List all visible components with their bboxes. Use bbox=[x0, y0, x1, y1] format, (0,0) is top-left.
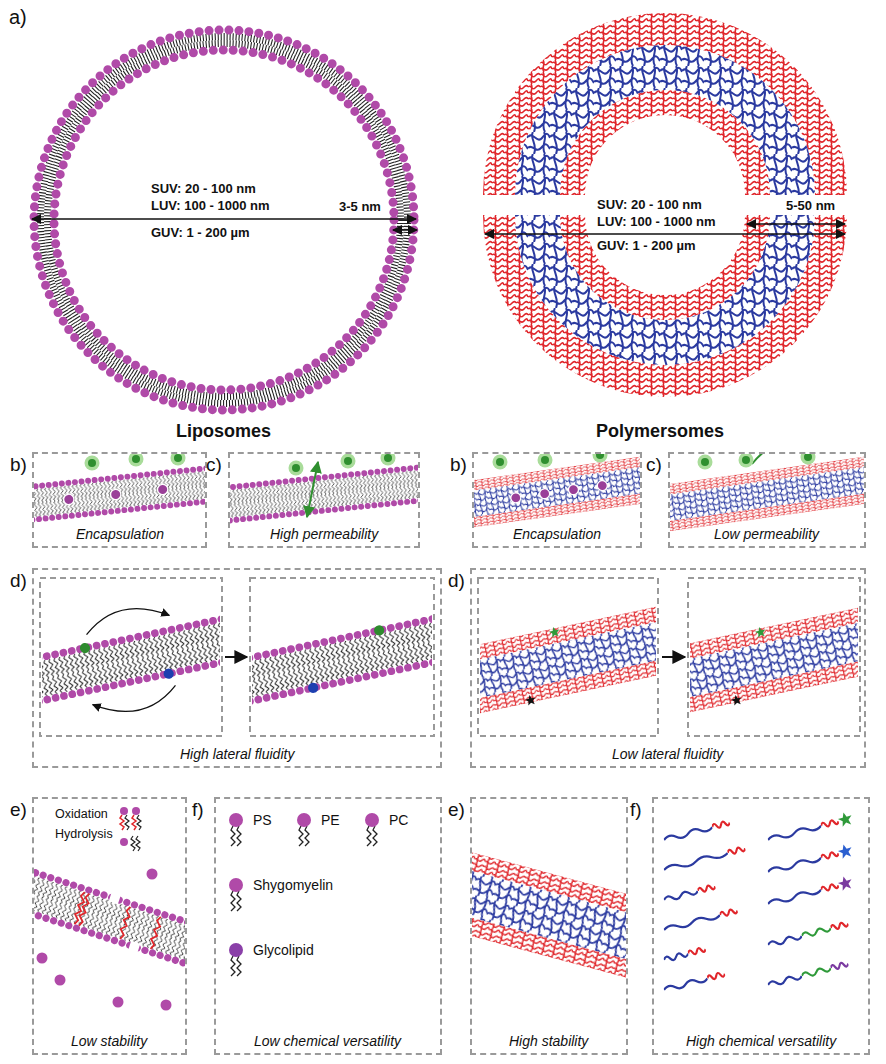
polymer-encapsulation bbox=[474, 454, 640, 532]
thickness-label: 5-50 nm bbox=[785, 198, 836, 213]
panel-letter: d) bbox=[448, 570, 465, 592]
panel-caption: High permeability bbox=[268, 526, 380, 542]
panel-letter: a) bbox=[8, 6, 28, 29]
polymer-stability bbox=[472, 822, 626, 1007]
column-heading: Liposomes bbox=[175, 421, 272, 442]
size-label: GUV: 1 - 200 µm bbox=[596, 238, 697, 253]
annotation-text: Hydrolysis bbox=[54, 827, 114, 841]
block-copolymers bbox=[663, 811, 853, 993]
panel-caption: High chemical versatility bbox=[684, 1033, 838, 1049]
panel-letter: b) bbox=[450, 454, 467, 476]
panel-letter: f) bbox=[630, 799, 642, 821]
annotation-text: Oxidation bbox=[54, 807, 109, 821]
bilayer-encapsulation bbox=[34, 454, 205, 526]
panel-letter: d) bbox=[10, 570, 27, 592]
liposome-vesicle bbox=[32, 30, 417, 410]
panel-box: b)Encapsulation bbox=[472, 452, 642, 548]
size-label: LUV: 100 - 1000 nm bbox=[150, 198, 271, 213]
column-heading: Polymersomes bbox=[595, 421, 725, 442]
panel-caption: Low permeability bbox=[712, 526, 821, 542]
panel-box: c)Low permeability bbox=[668, 452, 866, 548]
panel-caption: Encapsulation bbox=[74, 526, 166, 542]
panel-box: f)PSPEPCShygomyelinGlycolipidLow chemica… bbox=[214, 797, 442, 1055]
panel-caption: Low lateral fluidity bbox=[610, 746, 725, 762]
panel-letter: e) bbox=[10, 799, 27, 821]
panel-letter: c) bbox=[206, 454, 222, 476]
polymer-fluidity bbox=[392, 578, 886, 736]
thickness-label: 3-5 nm bbox=[338, 199, 382, 214]
polymer-permeability bbox=[670, 454, 864, 534]
size-label: GUV: 1 - 200 µm bbox=[150, 225, 251, 240]
panel-caption: High lateral fluidity bbox=[178, 746, 296, 762]
panel-letter: e) bbox=[448, 799, 465, 821]
annotation-text: PS bbox=[252, 812, 273, 828]
panel-letter: c) bbox=[646, 454, 662, 476]
lipid-types bbox=[229, 813, 379, 976]
size-label: SUV: 20 - 100 nm bbox=[150, 181, 257, 196]
polymersome-vesicle bbox=[483, 13, 847, 397]
bilayer-permeability bbox=[230, 454, 418, 526]
panel-caption: Encapsulation bbox=[511, 526, 603, 542]
lipid-degradation bbox=[0, 807, 293, 1011]
panel-box: e)OxidationHydrolysisLow stability bbox=[32, 797, 187, 1055]
panel-letter: f) bbox=[192, 799, 204, 821]
panel-letter: b) bbox=[10, 454, 27, 476]
panel-box: f)High chemical versatility bbox=[652, 797, 870, 1055]
annotation-text: PC bbox=[388, 812, 409, 828]
size-label: LUV: 100 - 1000 nm bbox=[596, 214, 717, 229]
annotation-text: Shygomyelin bbox=[252, 877, 334, 893]
annotation-text: PE bbox=[320, 812, 341, 828]
panel-box: e)High stability bbox=[470, 797, 628, 1055]
panel-caption: Low stability bbox=[69, 1033, 149, 1049]
panel-box: c)High permeability bbox=[228, 452, 420, 548]
panel-box: d)High lateral fluidity bbox=[32, 568, 442, 768]
size-label: SUV: 20 - 100 nm bbox=[596, 197, 703, 212]
lipid-fluidity bbox=[0, 570, 539, 750]
annotation-text: Glycolipid bbox=[252, 942, 315, 958]
panel-box: d)Low lateral fluidity bbox=[470, 568, 866, 768]
panel-box: b)Encapsulation bbox=[32, 452, 207, 548]
panel-caption: Low chemical versatility bbox=[252, 1033, 403, 1049]
panel-caption: High stability bbox=[507, 1033, 590, 1049]
